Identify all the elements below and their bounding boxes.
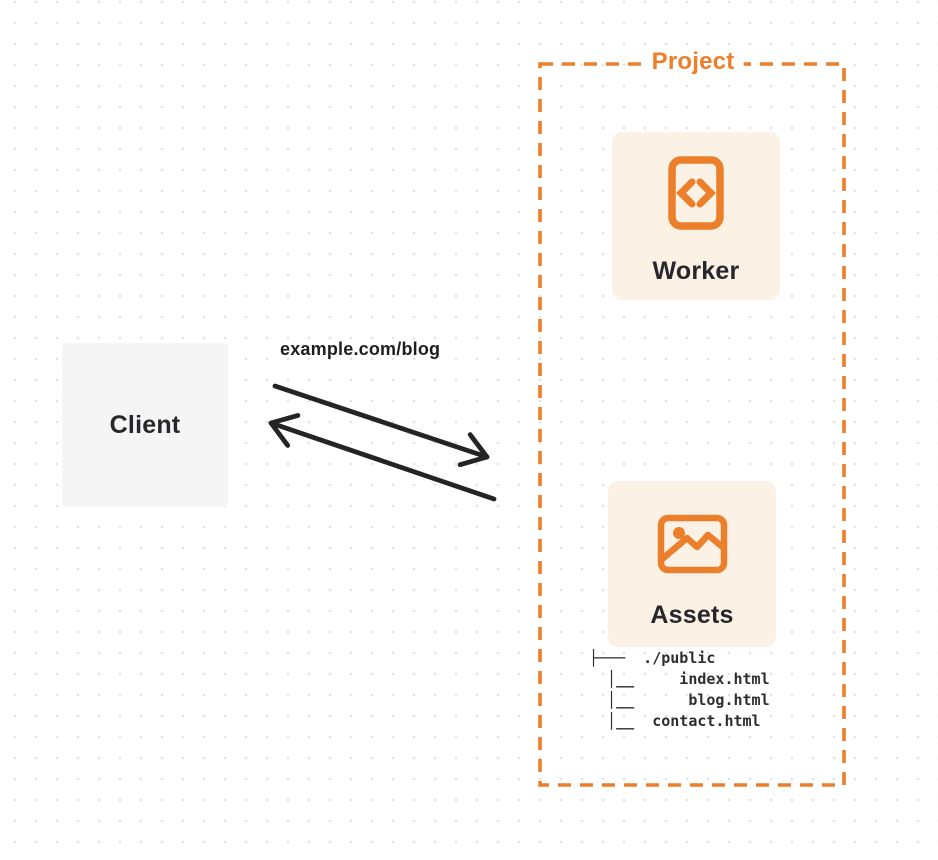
assets-label: Assets: [650, 601, 734, 629]
request-url-label: example.com/blog: [280, 339, 441, 359]
assets-file-tree: ├─── ./public │__ index.html │__ blog.ht…: [589, 649, 770, 730]
project-boundary-label: Project: [642, 48, 744, 76]
client-card: Client: [62, 343, 228, 507]
request-arrow: [272, 383, 490, 468]
worker-card: Worker: [612, 132, 780, 300]
response-arrow: [268, 413, 497, 502]
worker-label: Worker: [652, 257, 740, 285]
client-label: Client: [109, 410, 181, 439]
image-icon: [657, 514, 728, 579]
code-file-icon: [668, 156, 724, 235]
assets-card: Assets: [608, 481, 776, 647]
